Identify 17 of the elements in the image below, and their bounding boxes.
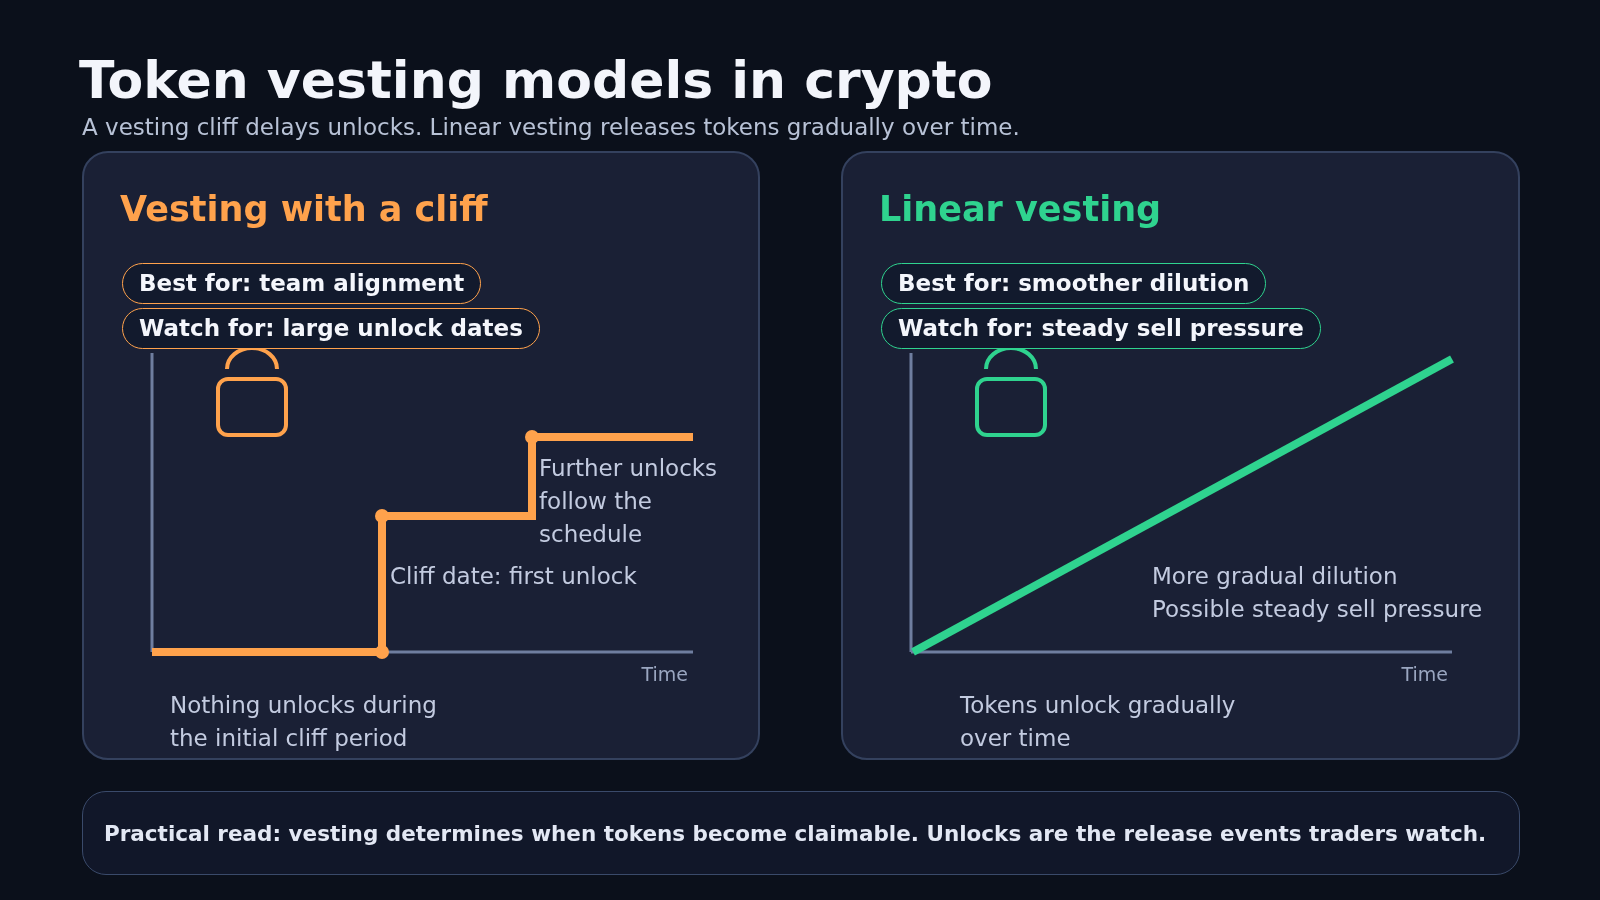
page-title: Token vesting models in crypto xyxy=(79,51,993,109)
best-for-tag: Best for: smoother dilution xyxy=(881,263,1267,304)
chart-annotation: Possible steady sell pressure xyxy=(1152,595,1483,624)
comparison-panel xyxy=(841,151,1520,760)
best-for-tag: Best for: team alignment xyxy=(122,263,482,304)
panel-heading: Vesting with a cliff xyxy=(120,188,488,230)
summary-panel xyxy=(82,791,1520,875)
chart-annotation: More gradual dilution xyxy=(1152,562,1398,591)
chart-caption: Tokens unlock gradually over time xyxy=(960,691,1237,753)
watch-for-tag: Watch for: steady sell pressure xyxy=(881,308,1321,349)
axis-label: Time xyxy=(641,663,688,686)
panel-heading: Linear vesting xyxy=(879,188,1162,230)
watch-for-tag: Watch for: large unlock dates xyxy=(122,308,540,349)
chart-caption: Nothing unlocks during the initial cliff period xyxy=(170,691,438,753)
axis-label: Time xyxy=(1401,663,1448,686)
subtitle-text: A vesting cliff delays unlocks. Linear vesting releases tokens gradually over time. xyxy=(82,113,1020,141)
summary-text: Practical read: vesting determines when tokens become claimable. Unlocks are the release events traders watch. xyxy=(104,819,1487,847)
